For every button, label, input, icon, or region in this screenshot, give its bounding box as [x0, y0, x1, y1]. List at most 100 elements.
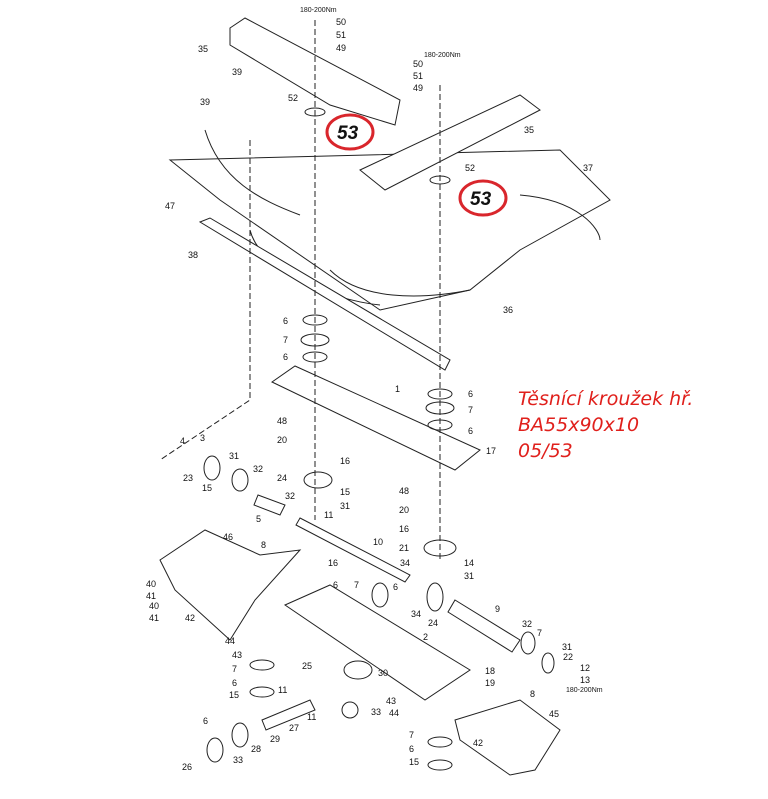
part-label: 32: [253, 464, 263, 474]
part-label: 13: [580, 675, 590, 685]
part-label: 3: [200, 433, 205, 443]
highlight-ring-53-b: [458, 179, 508, 217]
part-label: 16: [399, 524, 409, 534]
part-label: 43: [232, 650, 242, 660]
part-label: 31: [464, 571, 474, 581]
part-label: 15: [229, 690, 239, 700]
part-label: 31: [562, 642, 572, 652]
part-label: 25: [302, 661, 312, 671]
part-label: 16: [328, 558, 338, 568]
part-label: 30: [378, 668, 388, 678]
part-label: 51: [336, 30, 346, 40]
part-label: 9: [495, 604, 500, 614]
part-label: 35: [524, 125, 534, 135]
part-label: 44: [389, 708, 399, 718]
part-label: 44: [225, 636, 235, 646]
part-label: 6: [333, 580, 338, 590]
part-label: 38: [188, 250, 198, 260]
torque-label: 180-200Nm: [300, 7, 337, 14]
part-label: 6: [232, 678, 237, 688]
part-label: 23: [183, 473, 193, 483]
part-label: 42: [473, 738, 483, 748]
part-label: 16: [340, 456, 350, 466]
part-label: 26: [182, 762, 192, 772]
seal-ring-note: Těsnící kroužek hř. BA55x90x10 05/53: [518, 386, 758, 464]
part-label: 31: [229, 451, 239, 461]
part-label: 40: [149, 601, 159, 611]
part-label: 47: [165, 201, 175, 211]
part-label: 7: [283, 335, 288, 345]
part-label: 15: [202, 483, 212, 493]
callout-53: 53: [337, 123, 359, 144]
note-line: Těsnící kroužek hř.: [518, 388, 694, 410]
part-label: 7: [354, 580, 359, 590]
part-label: 7: [468, 405, 473, 415]
part-label: 31: [340, 501, 350, 511]
part-label: 41: [149, 613, 159, 623]
part-label: 8: [261, 540, 266, 550]
part-label: 27: [289, 723, 299, 733]
part-label: 35: [198, 44, 208, 54]
part-label: 28: [251, 744, 261, 754]
part-label: 32: [285, 491, 295, 501]
part-label: 6: [409, 744, 414, 754]
part-label: 48: [399, 486, 409, 496]
frame-2: [283, 584, 471, 701]
part-label: 33: [233, 755, 243, 765]
part-label: 43: [386, 696, 396, 706]
part-label: 20: [399, 505, 409, 515]
part-label: 51: [413, 71, 423, 81]
part-label: 18: [485, 666, 495, 676]
part-label: 39: [232, 67, 242, 77]
part-label: 15: [340, 487, 350, 497]
part-label: 22: [563, 652, 573, 662]
part-label: 5: [256, 514, 261, 524]
torque-label: 180-200Nm: [566, 687, 603, 694]
part-label: 34: [400, 558, 410, 568]
part-label: 41: [146, 591, 156, 601]
part-label: 6: [283, 316, 288, 326]
beam-35-left: [229, 17, 401, 126]
part-label: 33: [371, 707, 381, 717]
arm-45: [454, 699, 561, 776]
part-label: 21: [399, 543, 409, 553]
part-label: 37: [583, 163, 593, 173]
part-label: 10: [373, 537, 383, 547]
part-label: 36: [503, 305, 513, 315]
plate-1: [271, 365, 481, 471]
highlight-ring-53-a: [325, 113, 375, 151]
part-label: 42: [185, 613, 195, 623]
part-label: 52: [288, 93, 298, 103]
part-label: 6: [468, 389, 473, 399]
part-label: 29: [270, 734, 280, 744]
note-line: 05/53: [518, 440, 573, 462]
beam-35-right: [359, 94, 541, 191]
part-label: 6: [283, 352, 288, 362]
part-label: 52: [465, 163, 475, 173]
part-label: 7: [537, 628, 542, 638]
part-label: 2: [423, 632, 428, 642]
part-label: 12: [580, 663, 590, 673]
part-label: 11: [307, 712, 316, 722]
part-label: 7: [409, 730, 414, 740]
part-label: 14: [464, 558, 474, 568]
part-label: 1: [395, 384, 400, 394]
part-label: 24: [277, 473, 287, 483]
part-label: 20: [277, 435, 287, 445]
part-label: 49: [413, 83, 423, 93]
bar-38: [198, 217, 451, 371]
part-label: 39: [200, 97, 210, 107]
part-label: 11: [278, 685, 287, 695]
arm-46: [159, 529, 302, 641]
part-label: 17: [486, 446, 496, 456]
callout-53: 53: [470, 189, 492, 210]
part-label: 15: [409, 757, 419, 767]
part-label: 34: [411, 609, 421, 619]
part-label: 6: [393, 582, 398, 592]
note-line: BA55x90x10: [518, 414, 640, 436]
part-label: 6: [203, 716, 208, 726]
part-label: 4: [180, 436, 185, 446]
part-label: 40: [146, 579, 156, 589]
part-label: 6: [468, 426, 473, 436]
